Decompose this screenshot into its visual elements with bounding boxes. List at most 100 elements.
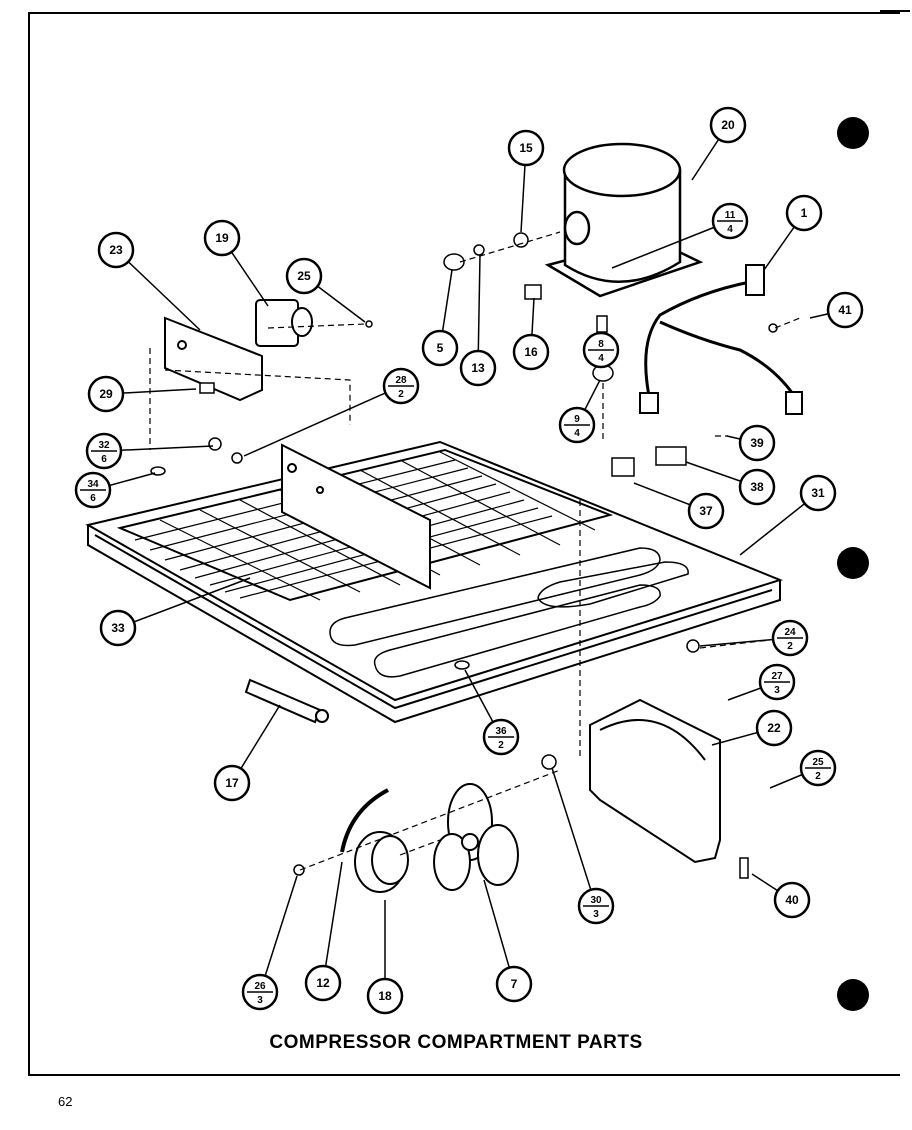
callout-circle — [495, 965, 533, 1003]
callout-c25a: 25 — [285, 257, 366, 323]
callout-c40: 40 — [751, 873, 811, 919]
callout-circle — [799, 474, 837, 512]
callout-number: 11 — [725, 210, 736, 221]
callout-c36: 362 — [464, 669, 520, 756]
callout-c41: 41 — [809, 291, 864, 329]
callout-number: 32 — [98, 440, 110, 451]
callout-quantity: 2 — [815, 771, 821, 782]
air-baffle — [281, 443, 431, 590]
leader-line — [611, 220, 731, 269]
figure-caption: COMPRESSOR COMPARTMENT PARTS — [269, 1032, 643, 1053]
callout-c28: 282 — [243, 367, 420, 457]
drier-17 — [244, 678, 329, 724]
callout-number: 24 — [784, 627, 796, 638]
callout-number: 33 — [111, 621, 125, 635]
callout-number: 15 — [519, 141, 533, 155]
callout-circle — [97, 231, 135, 269]
motor-bracket — [340, 788, 389, 853]
relay-bracket — [164, 316, 263, 402]
callout-c34: 346 — [74, 471, 156, 509]
callout-circle — [203, 219, 241, 257]
callout-circle — [213, 764, 251, 802]
callout-c24: 242 — [699, 619, 809, 657]
callout-quantity: 2 — [498, 740, 504, 751]
callout-number: 37 — [699, 504, 713, 518]
leader-line — [115, 249, 201, 331]
callout-circle — [507, 129, 545, 167]
callout-quantity: 3 — [593, 909, 599, 920]
callout-circle — [755, 709, 793, 747]
callout-c37: 37 — [633, 482, 725, 530]
callout-circle — [826, 291, 864, 329]
callout-c11: 114 — [611, 202, 749, 269]
callout-quantity: 3 — [774, 685, 780, 696]
callout-c17: 17 — [213, 704, 281, 802]
callout-number: 30 — [590, 895, 602, 906]
callout-number: 25 — [812, 757, 824, 768]
callout-c5: 5 — [421, 269, 459, 367]
callout-quantity: 4 — [574, 428, 580, 439]
callout-c25b: 252 — [769, 749, 837, 789]
callout-quantity: 4 — [598, 353, 604, 364]
fan-blade — [433, 783, 519, 891]
callout-circle — [87, 375, 125, 413]
callout-c29: 29 — [87, 375, 197, 413]
callout-c8: 84 — [582, 331, 620, 369]
callout-circle — [785, 194, 823, 232]
page-number: 62 — [58, 1094, 73, 1109]
callout-number: 18 — [378, 989, 392, 1003]
callout-circle — [285, 257, 323, 295]
binder-hole-top — [837, 117, 869, 149]
callout-circle — [421, 329, 459, 367]
leader-line — [477, 254, 481, 369]
callout-number: 16 — [524, 345, 538, 359]
callout-c7: 7 — [483, 879, 533, 1003]
callout-c33: 33 — [99, 577, 251, 647]
callout-c13: 13 — [459, 254, 497, 387]
callout-c16: 16 — [512, 297, 550, 371]
fan-shroud — [589, 698, 721, 864]
callout-quantity: 3 — [257, 995, 263, 1006]
callout-c9: 94 — [558, 379, 601, 444]
callout-number: 27 — [771, 671, 783, 682]
callout-c18: 18 — [366, 900, 404, 1015]
callout-number: 20 — [721, 118, 735, 132]
callout-number: 12 — [316, 976, 330, 990]
callout-quantity: 6 — [90, 493, 96, 504]
callout-c22: 22 — [711, 709, 793, 747]
callout-circle — [99, 609, 137, 647]
callout-quantity: 4 — [727, 224, 733, 235]
callout-c1: 1 — [763, 194, 823, 271]
callout-c23: 23 — [97, 231, 201, 331]
callout-circle — [738, 424, 776, 462]
wiring-harness — [639, 264, 803, 415]
callout-quantity: 2 — [398, 389, 404, 400]
callout-number: 5 — [437, 341, 444, 355]
callout-number: 22 — [767, 721, 781, 735]
callout-circle — [366, 977, 404, 1015]
callout-number: 31 — [811, 486, 825, 500]
drawing-frame — [28, 12, 900, 1076]
callout-number: 1 — [801, 206, 808, 220]
callout-number: 28 — [395, 375, 407, 386]
callout-c12: 12 — [304, 861, 343, 1002]
callout-c32: 326 — [85, 432, 214, 470]
callout-circle — [687, 492, 725, 530]
callout-c26: 263 — [241, 875, 298, 1011]
leader-line — [551, 767, 597, 907]
callout-circle — [304, 964, 342, 1002]
callout-circle — [512, 333, 550, 371]
callout-c27: 273 — [727, 663, 796, 701]
callout-number: 41 — [838, 303, 852, 317]
callout-number: 13 — [471, 361, 485, 375]
callout-number: 23 — [109, 243, 123, 257]
callout-number: 19 — [215, 231, 229, 245]
binder-hole-bottom — [837, 979, 869, 1011]
callout-c15: 15 — [507, 129, 545, 233]
callout-number: 9 — [574, 414, 580, 425]
callout-number: 38 — [750, 480, 764, 494]
callout-quantity: 6 — [101, 454, 107, 465]
callout-quantity: 2 — [787, 641, 793, 652]
callout-c30: 303 — [551, 767, 615, 925]
